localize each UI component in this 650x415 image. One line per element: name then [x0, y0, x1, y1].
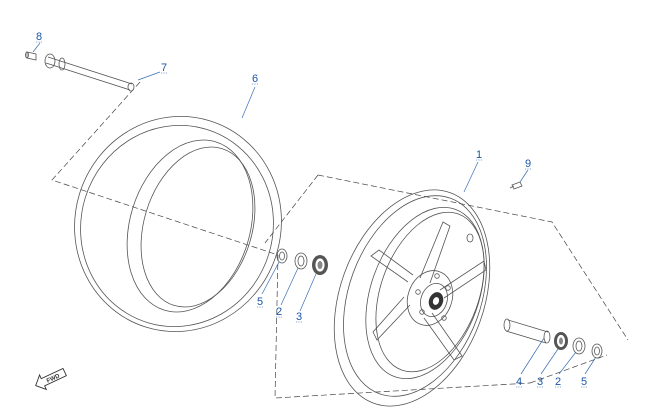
rim-hub — [406, 270, 454, 326]
right-bearing-part — [554, 332, 568, 350]
callout-1[interactable]: 1 — [476, 149, 483, 161]
callout-2-right[interactable]: 2 — [555, 376, 562, 388]
callout-labels: 1 2 2 3 3 4 5 5 6 7 8 9 — [36, 31, 588, 388]
svg-text:6: 6 — [252, 73, 258, 85]
right-collar-part — [503, 318, 551, 344]
callout-7[interactable]: 7 — [161, 62, 168, 74]
callout-8[interactable]: 8 — [36, 31, 43, 43]
callout-5-right[interactable]: 5 — [581, 376, 588, 388]
axle-part — [44, 53, 135, 92]
fwd-label: FWD — [46, 373, 62, 384]
svg-text:2: 2 — [276, 306, 282, 318]
svg-text:3: 3 — [296, 311, 302, 323]
right-dust-seal-part — [591, 343, 603, 359]
svg-text:3: 3 — [537, 376, 543, 388]
tire-part — [74, 116, 282, 332]
svg-text:5: 5 — [257, 296, 263, 308]
left-dust-seal-part — [276, 248, 288, 264]
forward-direction-arrow: FWD — [35, 367, 67, 391]
right-spacer-part — [572, 337, 586, 355]
callout-3-right[interactable]: 3 — [537, 376, 544, 388]
axle-nut-part — [25, 51, 37, 61]
wheel-rim-part — [333, 189, 491, 407]
svg-text:5: 5 — [581, 376, 587, 388]
callout-3-left[interactable]: 3 — [296, 311, 303, 323]
svg-text:4: 4 — [516, 376, 522, 388]
callout-6[interactable]: 6 — [252, 73, 259, 85]
callout-5-left[interactable]: 5 — [257, 296, 264, 308]
svg-text:7: 7 — [161, 62, 167, 74]
valve-part — [509, 181, 523, 190]
callout-4[interactable]: 4 — [516, 376, 523, 388]
leader-lines — [32, 42, 597, 375]
callout-9[interactable]: 9 — [525, 158, 532, 170]
svg-text:9: 9 — [525, 158, 531, 170]
rim-spokes — [370, 221, 487, 361]
callout-2-left[interactable]: 2 — [276, 306, 283, 318]
assembly-outline — [51, 81, 629, 399]
svg-text:1: 1 — [476, 149, 482, 161]
svg-text:8: 8 — [36, 31, 42, 43]
left-spacer-part — [294, 252, 308, 270]
svg-text:2: 2 — [555, 376, 561, 388]
left-bearing-part — [312, 255, 328, 275]
